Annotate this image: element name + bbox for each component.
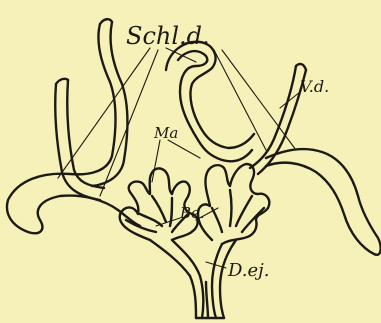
ejaculatory-duct	[150, 240, 236, 318]
left-accessory-gland-tube	[7, 19, 140, 233]
label-d-ej: D.ej.	[227, 260, 269, 281]
label-be: Be.	[179, 204, 205, 222]
label-v-d: V.d.	[300, 77, 329, 96]
leader-lines	[58, 48, 300, 268]
right-accessory-gland-tube	[266, 149, 381, 255]
left-vas-deferens	[55, 79, 104, 200]
label-ma: Ma	[153, 124, 178, 142]
right-gland-cluster	[198, 164, 269, 244]
label-schl-d: Schl.d.	[126, 22, 210, 50]
right-vas-deferens	[250, 64, 306, 174]
